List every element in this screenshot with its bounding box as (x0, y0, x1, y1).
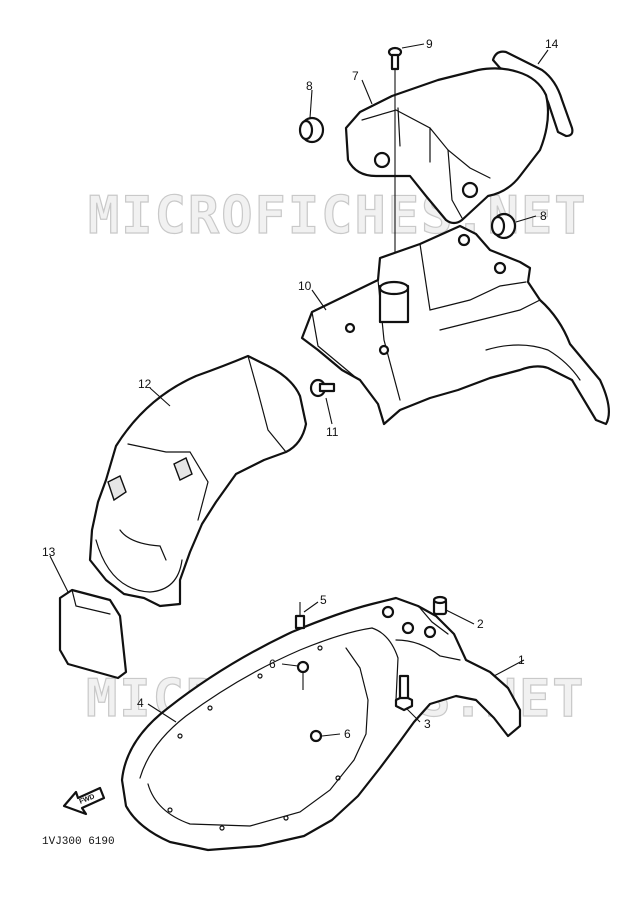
part-3-bolt[interactable] (394, 674, 414, 712)
part-6-nut-upper[interactable] (296, 660, 310, 674)
label-part-13: 13 (42, 545, 56, 559)
label-part-11: 11 (326, 425, 339, 439)
label-part-12: 12 (138, 377, 152, 391)
forward-arrow-icon: FWD (62, 786, 106, 816)
part-8-grommet-left[interactable] (298, 116, 325, 144)
part-5-bolt[interactable] (294, 602, 306, 630)
label-part-8-right: 8 (540, 209, 547, 223)
label-part-6-lower: 6 (344, 727, 351, 741)
part-7-cover[interactable] (344, 67, 550, 225)
label-part-1: 1 (518, 653, 525, 667)
part-2-collar[interactable] (432, 595, 448, 616)
label-part-10: 10 (298, 279, 312, 293)
label-part-4: 4 (137, 696, 144, 710)
label-part-14: 14 (545, 37, 559, 51)
part-6-nut-lower[interactable] (309, 729, 323, 743)
part-4-rear-fender[interactable] (120, 596, 522, 852)
label-part-7: 7 (352, 69, 359, 83)
label-part-2: 2 (477, 617, 484, 631)
label-part-9: 9 (426, 37, 433, 51)
label-part-8-left: 8 (306, 79, 313, 93)
label-part-5: 5 (320, 593, 327, 607)
watermark-top: MICROFICHES.NET (88, 186, 588, 246)
part-13-mud-flap[interactable] (58, 588, 128, 680)
part-9-screw[interactable] (387, 46, 403, 71)
diagram-code: 1VJ300 6190 (42, 836, 115, 848)
part-12-inner-fender[interactable] (88, 354, 308, 608)
part-11-bolt[interactable] (309, 378, 336, 398)
part-8-grommet-right[interactable] (490, 212, 517, 240)
label-part-6-upper: 6 (269, 657, 276, 671)
part-10-frame[interactable] (300, 224, 611, 426)
label-part-3: 3 (424, 717, 431, 731)
